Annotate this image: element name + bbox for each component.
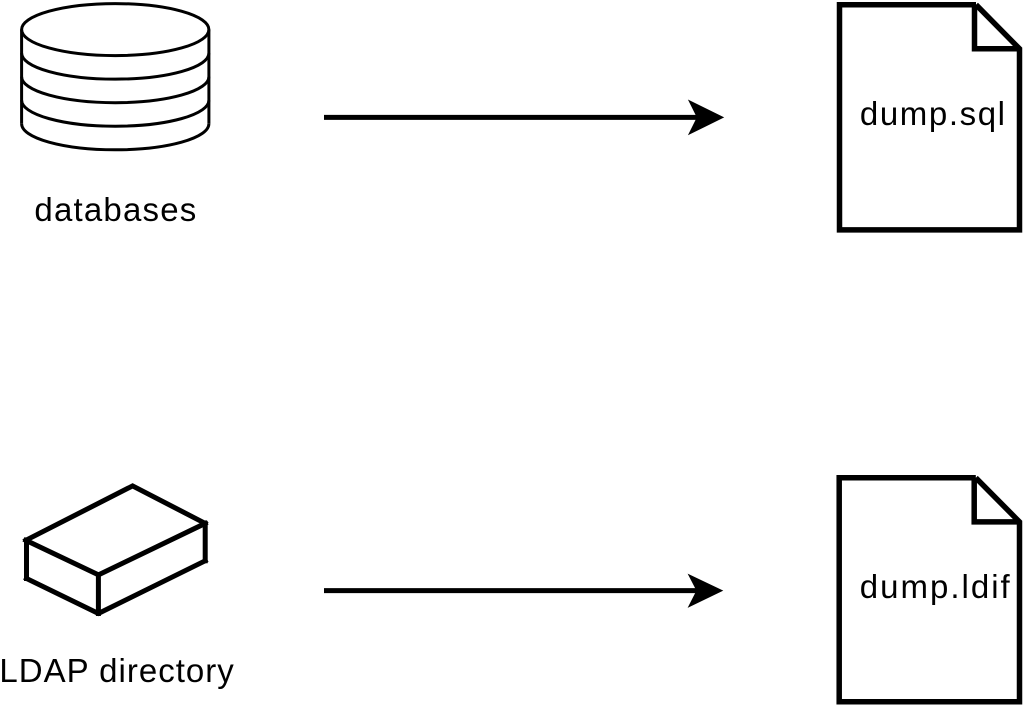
svg-text:dump.ldif: dump.ldif — [860, 568, 1012, 605]
svg-text:databases: databases — [34, 191, 197, 228]
svg-text:dump.sql: dump.sql — [860, 95, 1007, 132]
svg-text:LDAP directory: LDAP directory — [0, 652, 235, 689]
